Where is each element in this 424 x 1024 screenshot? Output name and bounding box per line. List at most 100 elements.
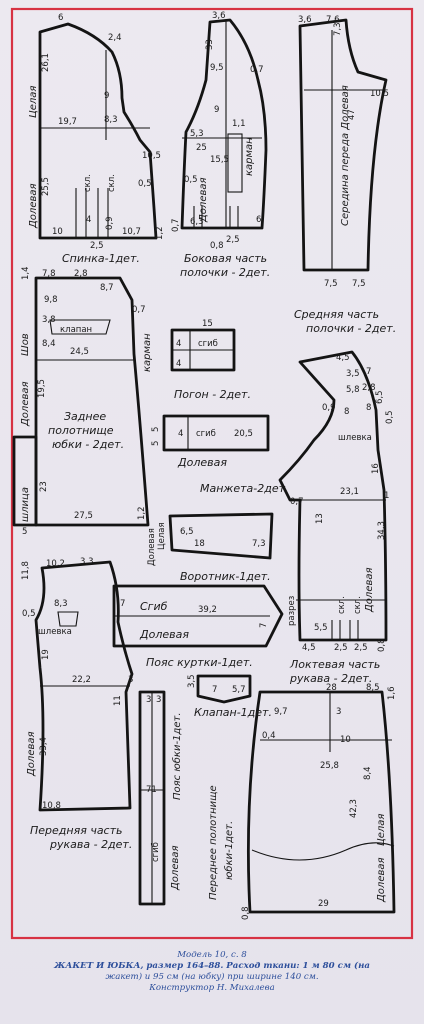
measure-sleeve_back-15: 0,7: [290, 497, 304, 507]
skirt-belt-name: Пояс юбки-1дет.: [171, 713, 183, 801]
measure-skirt_front-0: 28: [326, 683, 337, 693]
measure-sleeve_back-0: 4,5: [336, 353, 350, 363]
side-front-name: Боковая часть: [184, 252, 267, 265]
measure-skirt_front-11: 8,4: [363, 766, 373, 780]
skirt-back-pocket-label: карман: [142, 333, 153, 372]
measure-sleeve_back-8: 6,5: [375, 390, 385, 404]
measure-flap-1: 7: [212, 685, 217, 695]
side-front-name-2: полочки - 2дет.: [180, 266, 270, 279]
measure-sleeve_back-9: 0,5: [385, 410, 395, 424]
sleeve-front-strap-label: шлевка: [38, 627, 72, 637]
measure-skirt_front-9: 29: [318, 899, 329, 909]
measure-cuff-1: 5: [151, 441, 161, 446]
measure-back-0: 6: [58, 13, 63, 23]
skirt-front-name: Переднее полотнище: [208, 785, 219, 900]
caption-line-4: Конструктор Н. Михалева: [149, 983, 275, 993]
side-front-outline: [180, 18, 268, 230]
epaulette-fold-label: сгиб: [198, 339, 218, 349]
measure-sleeve_back-20: 0,8: [377, 638, 387, 652]
measure-back-3: 19,7: [58, 117, 77, 127]
measure-skirt_front-10: 0,8: [241, 906, 251, 920]
measure-back-1: 26,1: [41, 53, 51, 72]
center-front-label: Середина переда Долевая: [340, 85, 351, 226]
measure-cuff-0: 5: [151, 427, 161, 432]
back-fold-label: Целая: [28, 86, 39, 118]
cuff-grain-label: Долевая: [177, 456, 227, 469]
measure-center_front-4: 47: [347, 109, 357, 120]
measure-back-10: 10,7: [122, 227, 141, 237]
measure-skirt_front-8: 42,3: [349, 799, 359, 818]
measure-back-5: 9: [104, 91, 109, 101]
measure-back-8: 0,5: [138, 179, 152, 189]
measure-sleeve_back-7: 8: [344, 407, 349, 417]
measure-center_front-0: 3,6: [298, 15, 312, 25]
measure-side_front-6: 1,1: [232, 119, 246, 129]
sleeve-back-name-2: рукава - 2дет.: [289, 672, 372, 685]
measure-sleeve_back-6: 0,9: [322, 403, 336, 413]
epaulette-name: Погон - 2дет.: [174, 388, 251, 401]
measure-back-4: 8,3: [104, 115, 118, 125]
measure-skirt_back-8: 24,5: [70, 347, 89, 357]
center-front-name: Средняя часть: [294, 308, 379, 321]
measure-sleeve_front-1: 3,3: [80, 557, 94, 567]
measure-skirt_back-10: 23: [39, 481, 49, 492]
measure-back-2: 2,4: [108, 33, 122, 43]
measure-skirt_front-6: 25,8: [320, 761, 339, 771]
caption-line-1: Модель 10, с. 8: [177, 950, 247, 960]
measure-skirt_back-12: 1,2: [137, 506, 147, 520]
measure-sleeve_front-5: 19: [41, 649, 51, 660]
jacket-belt-grain-label: Долевая: [139, 628, 189, 641]
measure-side_front-9: 0,5: [184, 175, 198, 185]
measure-skirt_front-7: 1,6: [387, 686, 397, 700]
measure-skirt_front-5: 3: [336, 707, 341, 717]
skirt-belt-fold-label: сгиб: [151, 842, 161, 862]
flap-name: Клапан-1дет.: [194, 706, 272, 719]
measure-side_front-4: 0,7: [250, 65, 264, 75]
measure-skirt_back-6: 3,8: [42, 315, 56, 325]
measure-side_front-12: 6: [256, 215, 261, 225]
collar-outline: [168, 512, 274, 560]
measure-skirt_back-5: 0,7: [132, 305, 146, 315]
jacket-belt-fold-label: Сгиб: [140, 600, 168, 613]
sleeve-front-name-2: рукава - 2дет.: [49, 838, 132, 851]
cuff-name: Манжета-2дет.: [200, 482, 289, 495]
measure-center_front-3: 10,5: [370, 89, 389, 99]
collar-label-2: Целая: [157, 522, 167, 550]
measure-sleeve_back-18: 2,5: [334, 643, 348, 653]
sleeve-back-dart-1: скл.: [337, 596, 347, 614]
measure-sleeve_back-16: 5,5: [314, 623, 328, 633]
measure-sleeve_back-13: 13: [315, 513, 325, 524]
skirt-back-name-2: полотнище: [48, 424, 114, 437]
measure-side_front-1: 9,5: [210, 63, 224, 73]
sleeve-front-outline: [34, 560, 134, 812]
measure-skirt_back-11: 27,5: [74, 511, 93, 521]
measure-belt-2: 7: [259, 623, 269, 628]
measure-cuff-3: 20,5: [234, 429, 253, 439]
measure-skirt_back-13: 5: [22, 527, 27, 537]
skirt-back-seam-label: Шов: [20, 333, 31, 356]
measure-center_front-1: 7,6: [326, 15, 340, 25]
sleeve-front-grain-label: Долевая: [26, 731, 37, 777]
caption-block: Модель 10, с. 8 ЖАКЕТ И ЮБКА, размер 164…: [0, 950, 424, 994]
measure-sleeve_front-2: 11,8: [21, 561, 31, 580]
skirt-front-outline: [246, 690, 396, 914]
side-front-pocket-label: карман: [244, 137, 255, 176]
measure-sleeve_front-3: 8,3: [54, 599, 68, 609]
measure-sleeve_front-6: 22,2: [72, 675, 91, 685]
measure-back-6: 25,5: [41, 177, 51, 196]
back-piece-name: Спинка-1дет.: [62, 252, 140, 265]
measure-sleeve_back-5: 8: [366, 403, 371, 413]
collar-name: Воротник-1дет.: [180, 570, 271, 583]
skirt-back-outline: [34, 276, 150, 527]
sleeve-back-strap-label: шлевка: [338, 433, 372, 443]
measure-back-11: 1,2: [155, 226, 165, 240]
back-piece-outline: [38, 22, 158, 240]
caption-line-3: жакет) и 95 см (на юбку) при ширине 140 …: [105, 972, 319, 982]
measure-back-7: 10,5: [142, 151, 161, 161]
skirt-back-grain-label: Долевая: [20, 381, 31, 427]
side-front-grain-label: Долевая: [198, 177, 209, 223]
center-front-name-2: полочки - 2дет.: [306, 322, 396, 335]
